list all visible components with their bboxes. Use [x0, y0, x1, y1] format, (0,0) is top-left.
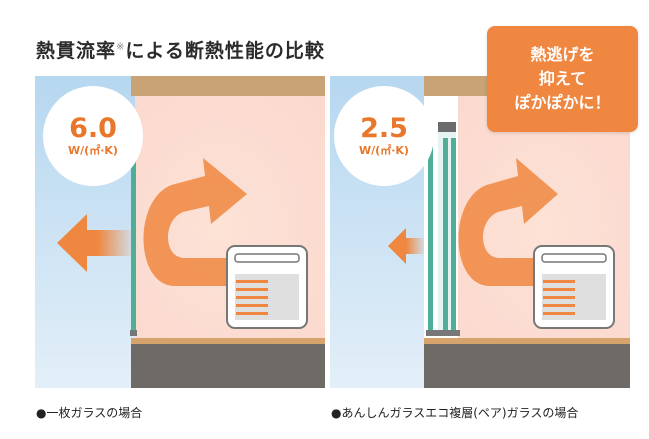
single-glass-panel: 6.0 W/(㎡·K): [35, 76, 325, 388]
pair-glass-caption: ●あんしんガラスエコ複層(ペア)ガラスの場合: [331, 406, 579, 420]
heat-circulation-arrow: [143, 158, 285, 286]
warmth-callout-badge: 熱逃げを 抑えて ぽかぽかに！: [487, 26, 638, 132]
u-value-number: 2.5: [360, 113, 408, 144]
pair-glass-pane-room: [451, 138, 456, 332]
heater-unit: [533, 245, 615, 329]
heat-escape-arrow-large: [57, 214, 131, 272]
floor-edge: [424, 338, 630, 344]
pair-glass-panel: 2.5 W/(㎡·K): [330, 76, 630, 388]
heat-escape-arrow-small: [388, 228, 424, 264]
floor: [131, 338, 325, 388]
single-glass-caption: ●一枚ガラスの場合: [36, 406, 143, 420]
heater-unit: [226, 245, 308, 329]
pair-glass-pane-outer: [428, 138, 433, 332]
u-value-badge: 2.5 W/(㎡·K): [334, 86, 434, 186]
floor-edge: [131, 338, 325, 344]
badge-line-2: 抑えて: [538, 69, 587, 88]
note-mark: ※: [116, 41, 126, 53]
pair-glass-pane-inner: [443, 138, 448, 332]
badge-line-3: ぽかぽかに！: [514, 93, 611, 112]
floor: [424, 338, 630, 388]
u-value-number: 6.0: [69, 113, 117, 144]
badge-line-1: 熱逃げを: [530, 45, 595, 64]
ceiling: [131, 76, 325, 96]
u-value-badge: 6.0 W/(㎡·K): [43, 86, 143, 186]
u-value-unit: W/(㎡·K): [359, 144, 409, 157]
single-glass-pane: [131, 156, 136, 332]
u-value-unit: W/(㎡·K): [68, 144, 118, 157]
page-title: 熱貫流率※による断熱性能の比較: [36, 40, 325, 62]
heat-circulation-arrow: [458, 158, 580, 286]
